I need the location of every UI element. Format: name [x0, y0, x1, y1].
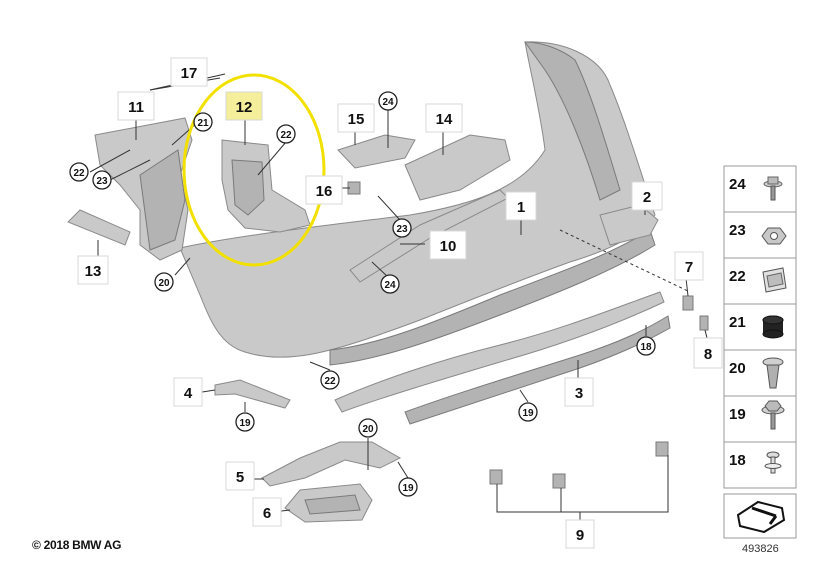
callout-19-bottom: 19: [402, 483, 414, 494]
fastener-legend: 24 23 22 21 20 19 18: [723, 165, 797, 539]
circled-callouts: [69, 91, 656, 497]
callout-5: 5: [236, 469, 244, 486]
clip-9c: [655, 441, 669, 457]
callout-20-left: 20: [158, 278, 170, 289]
diagram-id: 493826: [742, 543, 779, 555]
callout-22-top: 22: [280, 130, 292, 141]
carrier-5: [261, 441, 402, 487]
callout-24-mid: 24: [384, 280, 396, 291]
callout-20-bottom: 20: [362, 424, 374, 435]
clip-9b: [552, 473, 566, 489]
callout-19-left: 19: [239, 418, 251, 429]
callout-15: 15: [348, 111, 365, 128]
expanding-rivet-icon: [762, 357, 784, 389]
callout-8: 8: [704, 346, 712, 363]
callout-10: 10: [440, 238, 457, 255]
legend-label-23: 23: [729, 222, 746, 239]
copyright-text: © 2018 BMW AG: [32, 538, 122, 552]
push-rivet-icon: [764, 451, 782, 474]
callout-4: 4: [184, 385, 193, 402]
callout-12: 12: [236, 99, 253, 116]
reflector-holder: [67, 209, 131, 246]
diffuser-lower: [404, 315, 671, 425]
legend-label-18: 18: [729, 452, 746, 469]
callout-24-top: 24: [382, 97, 394, 108]
bumper-lower-lip: [329, 229, 656, 366]
seal-8: [699, 315, 709, 331]
callout-11: 11: [128, 99, 144, 116]
guide-4: [214, 379, 291, 409]
highlighted-bracket-inner: [231, 159, 265, 216]
legend-label-21: 21: [729, 314, 746, 331]
diffuser: [334, 291, 665, 413]
callout-17: 17: [181, 65, 198, 82]
callout-23-left: 23: [96, 176, 108, 187]
screw-with-washer-icon: [763, 176, 783, 201]
support-15: [337, 134, 416, 169]
clip-9a: [489, 469, 503, 485]
callout-16: 16: [316, 183, 333, 200]
callout-18: 18: [640, 342, 652, 353]
hex-screw-icon: [761, 400, 785, 430]
callout-23-mid: 23: [396, 224, 408, 235]
callout-13: 13: [85, 263, 102, 280]
bumper-top-edge: [524, 41, 621, 201]
exhaust-trim-inner: [304, 494, 361, 515]
callout-3: 3: [575, 385, 583, 402]
bumper-trim-panel: [179, 41, 656, 358]
rubber-buffer-icon: [762, 315, 784, 339]
callout-tags: [77, 57, 723, 549]
spring-clip-icon: [762, 267, 787, 293]
callout-22-left: 22: [73, 168, 85, 179]
callout-2: 2: [643, 189, 651, 206]
highlight-ellipse: [182, 73, 326, 267]
sensor-holder-7: [682, 295, 694, 311]
callout-7: 7: [685, 259, 693, 276]
left-guide: [139, 149, 186, 251]
callout-19-right: 19: [522, 408, 534, 419]
legend-label-20: 20: [729, 360, 746, 377]
fastener-shim-icon: [736, 500, 786, 534]
callout-22-bottom: 22: [324, 376, 336, 387]
callout-6: 6: [263, 505, 271, 522]
nut-icon: [761, 227, 787, 245]
support-14: [404, 134, 511, 201]
callout-21: 21: [197, 118, 209, 129]
legend-label-24: 24: [729, 176, 746, 193]
callout-14: 14: [436, 111, 453, 128]
callout-1: 1: [517, 199, 525, 216]
legend-label-19: 19: [729, 406, 746, 423]
callout-9: 9: [576, 527, 584, 544]
legend-label-22: 22: [729, 268, 746, 285]
